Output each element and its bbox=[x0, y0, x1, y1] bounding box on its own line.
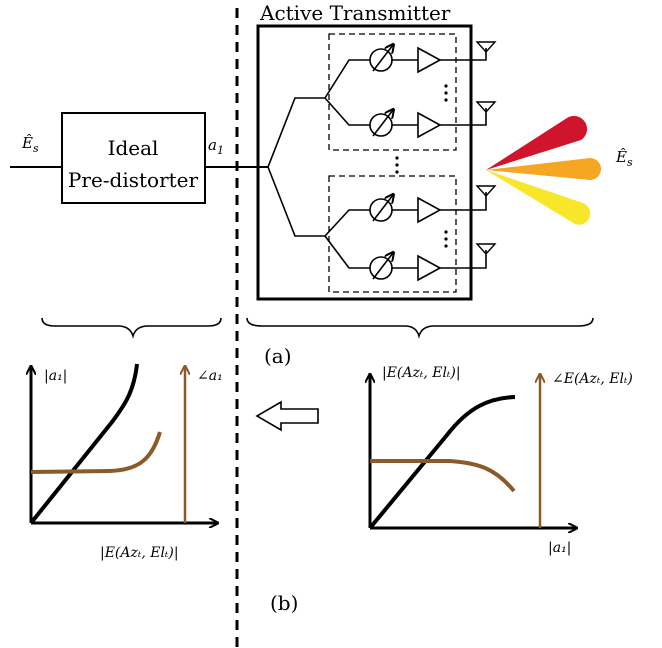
tx-chain-3 bbox=[369, 185, 497, 224]
right-amplitude-curve bbox=[368, 395, 516, 530]
predistorter-box bbox=[61, 112, 206, 204]
ellipsis-dots bbox=[395, 84, 448, 248]
input-signal-label: Ês bbox=[21, 134, 39, 155]
transmitter-title: Active Transmitter bbox=[259, 1, 451, 25]
splitter-tree bbox=[267, 59, 370, 269]
caption-a: (a) bbox=[264, 344, 292, 368]
subarray-box-bottom bbox=[328, 175, 457, 293]
right-plot: |E(Azₜ, Elₜ)| ∠E(Azₜ, Elₜ) |a₁| bbox=[370, 365, 633, 556]
beam-yellow bbox=[486, 170, 591, 225]
left-phase-label: ∠a₁ bbox=[197, 368, 223, 384]
tx-chain-2 bbox=[369, 101, 497, 139]
output-signal-label: Ês bbox=[615, 148, 633, 169]
tx-chain-4 bbox=[369, 243, 497, 282]
tx-chain-1 bbox=[369, 41, 497, 74]
left-x-label: |E(Azₜ, Elₜ)| bbox=[100, 545, 179, 561]
predistorter-label-line1: Ideal bbox=[108, 136, 159, 160]
right-phase-label: ∠E(Azₜ, Elₜ) bbox=[552, 371, 633, 387]
right-x-label: |a₁| bbox=[548, 540, 571, 556]
transmitter-box bbox=[256, 24, 473, 301]
subarray-box-top bbox=[328, 33, 457, 151]
brace-right bbox=[246, 317, 594, 339]
transfer-arrow-icon bbox=[255, 400, 319, 432]
beam-orange bbox=[486, 158, 601, 180]
left-y-label: |a₁| bbox=[44, 368, 67, 384]
left-plot: |a₁| ∠a₁ |E(Azₜ, Elₜ)| bbox=[29, 363, 223, 561]
caption-b: (b) bbox=[270, 591, 298, 615]
predistorter-label-line2: Pre-distorter bbox=[68, 168, 199, 192]
left-phase-curve bbox=[30, 431, 162, 474]
right-phase-curve bbox=[370, 459, 516, 493]
a1-label: a1 bbox=[208, 136, 224, 157]
right-y-label: |E(Azₜ, Elₜ)| bbox=[382, 365, 461, 381]
left-amplitude-curve bbox=[29, 363, 139, 525]
beam-red bbox=[486, 115, 588, 170]
brace-left bbox=[41, 317, 222, 339]
radiated-beams bbox=[486, 115, 601, 225]
